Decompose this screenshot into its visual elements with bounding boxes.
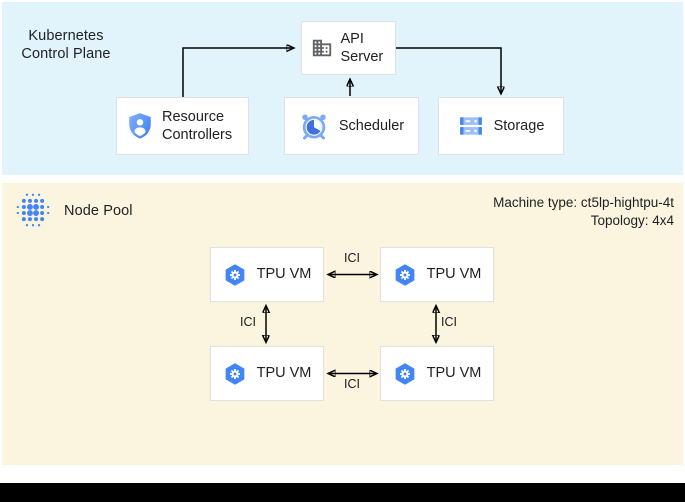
topology-text: Topology: 4x4 <box>590 213 674 229</box>
alarm-clock-icon <box>302 114 326 140</box>
node-pool-panel <box>2 183 683 465</box>
tpu-vm-label: TPU VM <box>256 365 312 382</box>
machine-type-text: Machine type: ct5lp-hightpu-4t <box>493 195 674 210</box>
ici-label-left: ICI <box>240 315 256 329</box>
resource-controllers-box: Resource Controllers <box>116 97 249 155</box>
shield-user-icon <box>129 113 151 139</box>
gke-hexagon-icon <box>225 263 244 286</box>
tpu-vm-label: TPU VM <box>256 266 312 283</box>
control-plane-title-line1: Kubernetes <box>28 28 104 44</box>
control-plane-title: Kubernetes Control Plane <box>16 28 116 63</box>
scheduler-box: Scheduler <box>284 97 419 155</box>
ici-label-bottom: ICI <box>344 377 360 391</box>
control-plane-title-line2: Control Plane <box>21 45 111 62</box>
storage-box: Storage <box>438 97 564 155</box>
node-pool-meta: Machine type: ct5lp-hightpu-4t Topology:… <box>493 194 674 230</box>
api-server-label: API Server <box>340 30 384 65</box>
api-server-box: API Server <box>301 21 396 75</box>
ici-label-right: ICI <box>441 315 457 329</box>
scheduler-label: Scheduler <box>338 117 405 134</box>
tpu-vm-box: TPU VM <box>210 346 324 401</box>
node-pool-title: Node Pool <box>64 203 133 219</box>
tpu-vm-box: TPU VM <box>380 346 494 401</box>
footer-bar <box>0 483 685 502</box>
tpu-vm-label: TPU VM <box>426 266 482 283</box>
dot-cluster-icon <box>16 193 50 227</box>
storage-label: Storage <box>493 117 545 134</box>
building-icon <box>312 39 331 57</box>
resource-controllers-label: Resource Controllers <box>162 108 233 143</box>
tpu-vm-label: TPU VM <box>426 365 482 382</box>
server-stack-icon <box>459 117 482 135</box>
ici-label-top: ICI <box>344 251 360 265</box>
tpu-vm-box: TPU VM <box>210 247 324 302</box>
gke-hexagon-icon <box>395 362 414 385</box>
gke-hexagon-icon <box>225 362 244 385</box>
gke-hexagon-icon <box>395 263 414 286</box>
tpu-vm-box: TPU VM <box>380 247 494 302</box>
